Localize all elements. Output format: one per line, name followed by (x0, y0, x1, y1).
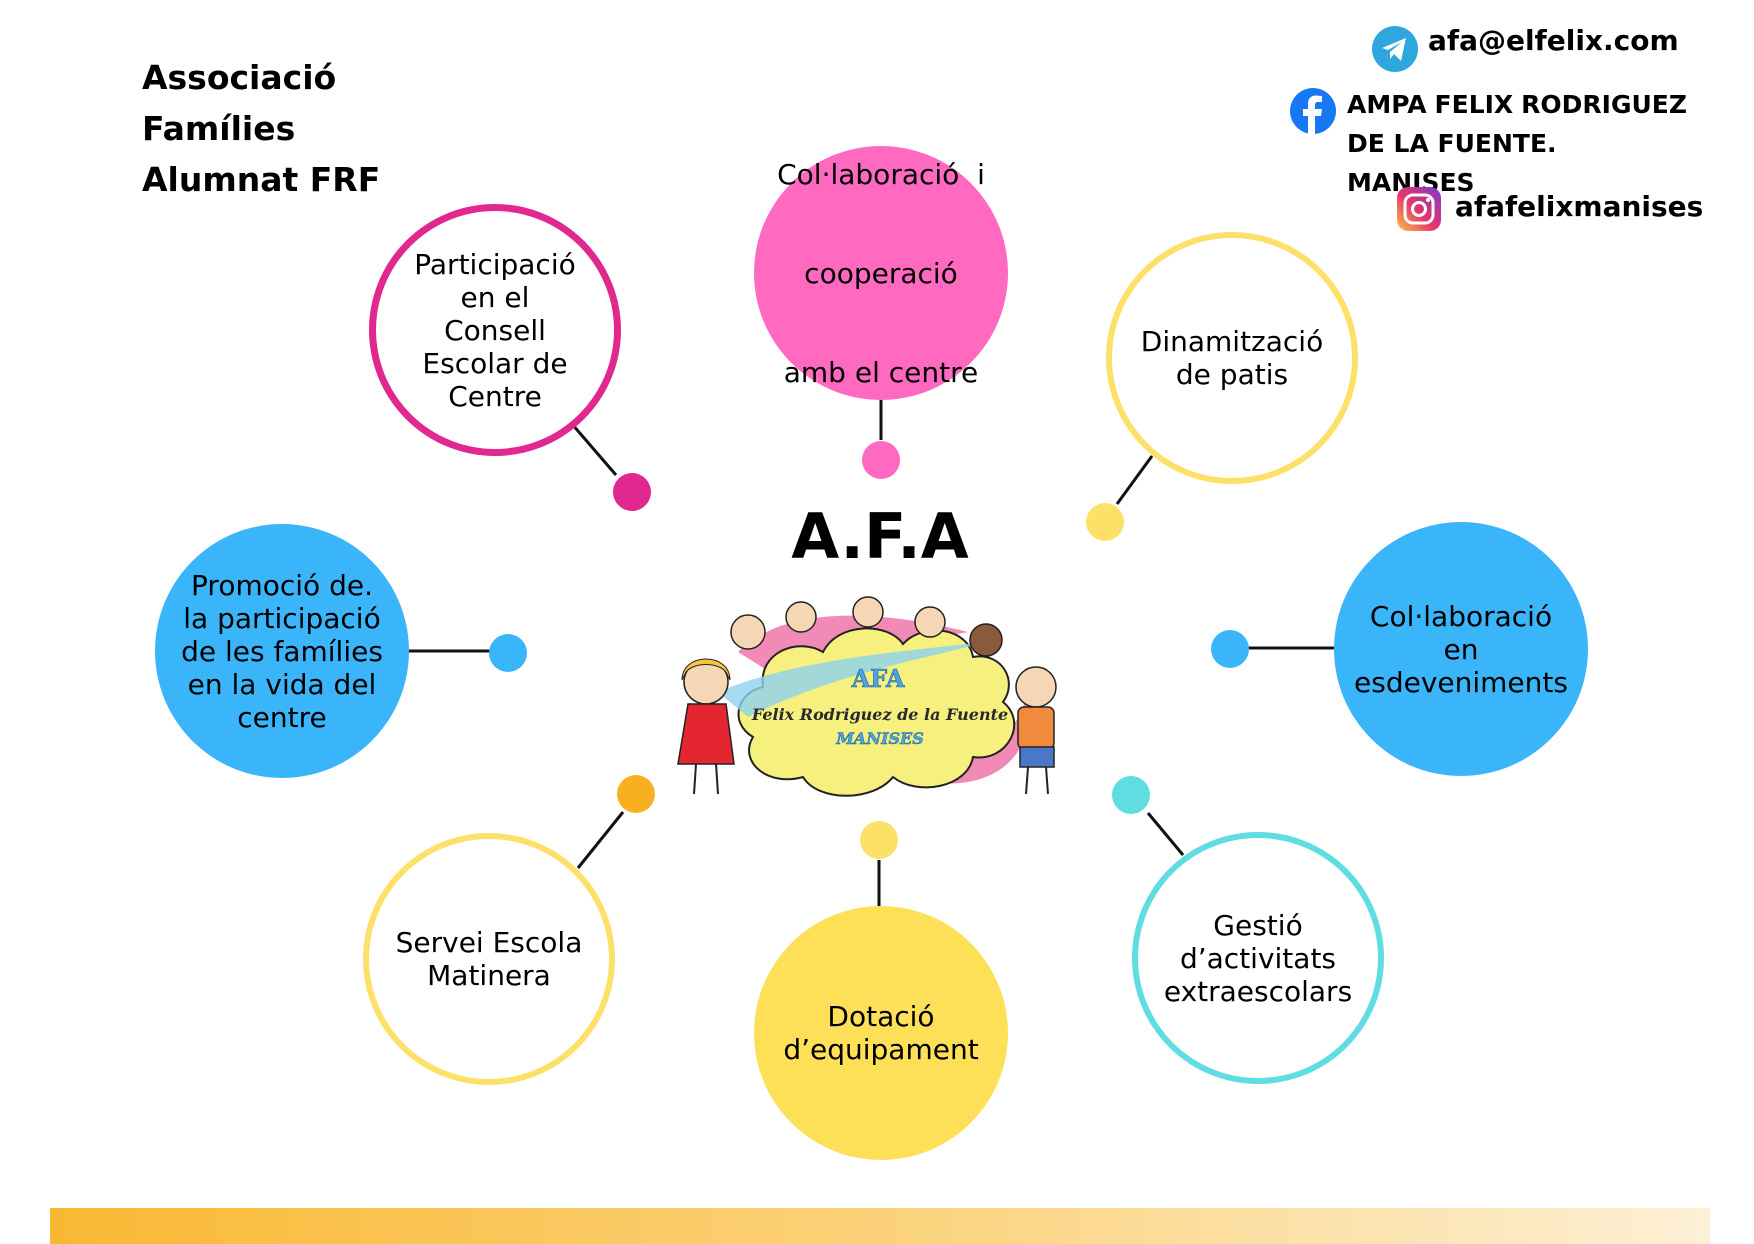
node-gestio: Gestió d’activitats extraescolars (1132, 832, 1384, 1084)
node-dotacio-line-2: d’equipament (783, 1033, 979, 1066)
bottom-gradient-bar (50, 1208, 1710, 1244)
logo-text-afa: AFA (851, 664, 905, 693)
node-dotacio-line-1: Dotació (827, 1000, 935, 1033)
node-servei-escola: Servei Escola Matinera (363, 833, 615, 1085)
dot-dotacio (860, 821, 898, 859)
logo-boy-leg-1 (1025, 766, 1029, 795)
center-title: A.F.A (791, 500, 969, 573)
connector-servei-escola (576, 811, 625, 869)
logo-text-name: Felix Rodriguez de la Fuente (751, 705, 1008, 724)
node-promocio: Promoció de. la participació de les famí… (155, 524, 409, 778)
logo-girl-dress (677, 703, 735, 765)
dot-promocio (489, 634, 527, 672)
organization-line-2: Famílies (142, 109, 296, 148)
node-collaboracio-esdeveniments-line-2: en (1443, 632, 1479, 666)
instagram-icon (1397, 187, 1441, 231)
logo-girl-leg-1 (693, 763, 697, 795)
node-collaboracio-centre-line-2: cooperació (804, 256, 958, 290)
logo-blue-stripe (718, 642, 988, 717)
dot-gestio (1112, 776, 1150, 814)
node-participacio-line-1: Participació (414, 247, 576, 281)
node-promocio-line-4: en la vida del (187, 667, 377, 701)
node-participacio: Participació en el Consell Escolar de Ce… (369, 204, 621, 456)
node-dinamitzacio-line-1: Dinamització (1140, 325, 1324, 358)
connector-gestio (1146, 812, 1185, 856)
node-promocio-line-2: la participació (183, 601, 381, 635)
facebook-icon (1290, 88, 1336, 134)
logo-text-manises: MANISES (835, 729, 924, 748)
node-gestio-line-2: d’activitats (1179, 941, 1337, 975)
afa-logo: AFA Felix Rodriguez de la Fuente MANISES (677, 596, 1057, 797)
connector-participacio (570, 423, 618, 476)
logo-kid-head-2 (785, 601, 817, 633)
dot-collaboracio-esdeveniments (1211, 630, 1249, 668)
node-participacio-line-5: Centre (448, 379, 542, 413)
logo-kid-head-3 (852, 596, 884, 628)
logo-kid-head-1 (730, 614, 766, 650)
facebook-word-2: FELIX (1434, 90, 1514, 119)
logo-girl-hair (681, 658, 731, 681)
node-collaboracio-centre-line-3: amb el centre (783, 355, 979, 389)
node-promocio-line-1: Promoció de. (191, 568, 373, 602)
node-servei-escola-line-2: Matinera (427, 959, 551, 992)
node-collaboracio-esdeveniments-line-1: Col·laboració (1369, 599, 1553, 633)
logo-boy-shorts (1019, 746, 1055, 768)
node-dinamitzacio-line-2: de patis (1175, 358, 1289, 391)
logo-right-swoosh (928, 692, 1030, 784)
node-collaboracio-esdeveniments-line-3: esdeveniments (1354, 665, 1568, 699)
dot-participacio (613, 473, 651, 511)
node-promocio-line-5: centre (237, 700, 327, 734)
organization-line-1: Associació (142, 58, 337, 97)
node-participacio-line-2: en el (460, 280, 530, 314)
organization-line-3: Alumnat FRF (142, 160, 381, 199)
logo-boy-shirt (1017, 706, 1055, 750)
facebook-line-1: AMPA FELIX RODRIGUEZ (1347, 85, 1687, 124)
node-dotacio: Dotació d’equipament (754, 906, 1008, 1160)
logo-kid-head-4 (914, 606, 946, 638)
facebook-word-3: RODRIGUEZ (1521, 90, 1687, 119)
organization-name: Associació Famílies Alumnat FRF (142, 52, 380, 205)
node-servei-escola-line-1: Servei Escola (395, 926, 583, 959)
facebook-word-1: AMPA (1347, 90, 1427, 119)
node-gestio-line-3: extraescolars (1163, 974, 1353, 1008)
node-participacio-line-3: Consell (444, 313, 546, 347)
logo-boy-head (1015, 666, 1057, 708)
node-gestio-line-1: Gestió (1213, 908, 1303, 942)
dot-dinamitzacio (1086, 503, 1124, 541)
logo-girl-leg-2 (715, 763, 719, 795)
connector-dinamitzacio (1115, 455, 1154, 505)
node-collaboracio-esdeveniments: Col·laboració en esdeveniments (1334, 522, 1588, 776)
email-link[interactable]: afa@elfelix.com (1428, 24, 1679, 57)
node-dinamitzacio: Dinamització de patis (1106, 232, 1358, 484)
logo-kid-head-5 (969, 623, 1003, 657)
instagram-link[interactable]: afafelixmanises (1455, 190, 1704, 223)
node-collaboracio-centre-line-1: Col·laboració i (777, 157, 985, 191)
logo-boy-leg-2 (1045, 766, 1049, 795)
dot-servei-escola (617, 775, 655, 813)
dot-collaboracio-centre (862, 441, 900, 479)
node-collaboracio-centre: Col·laboració i cooperació amb el centre (754, 146, 1008, 400)
telegram-icon (1372, 26, 1418, 72)
node-promocio-line-3: de les famílies (181, 634, 383, 668)
node-participacio-line-4: Escolar de (422, 346, 568, 380)
